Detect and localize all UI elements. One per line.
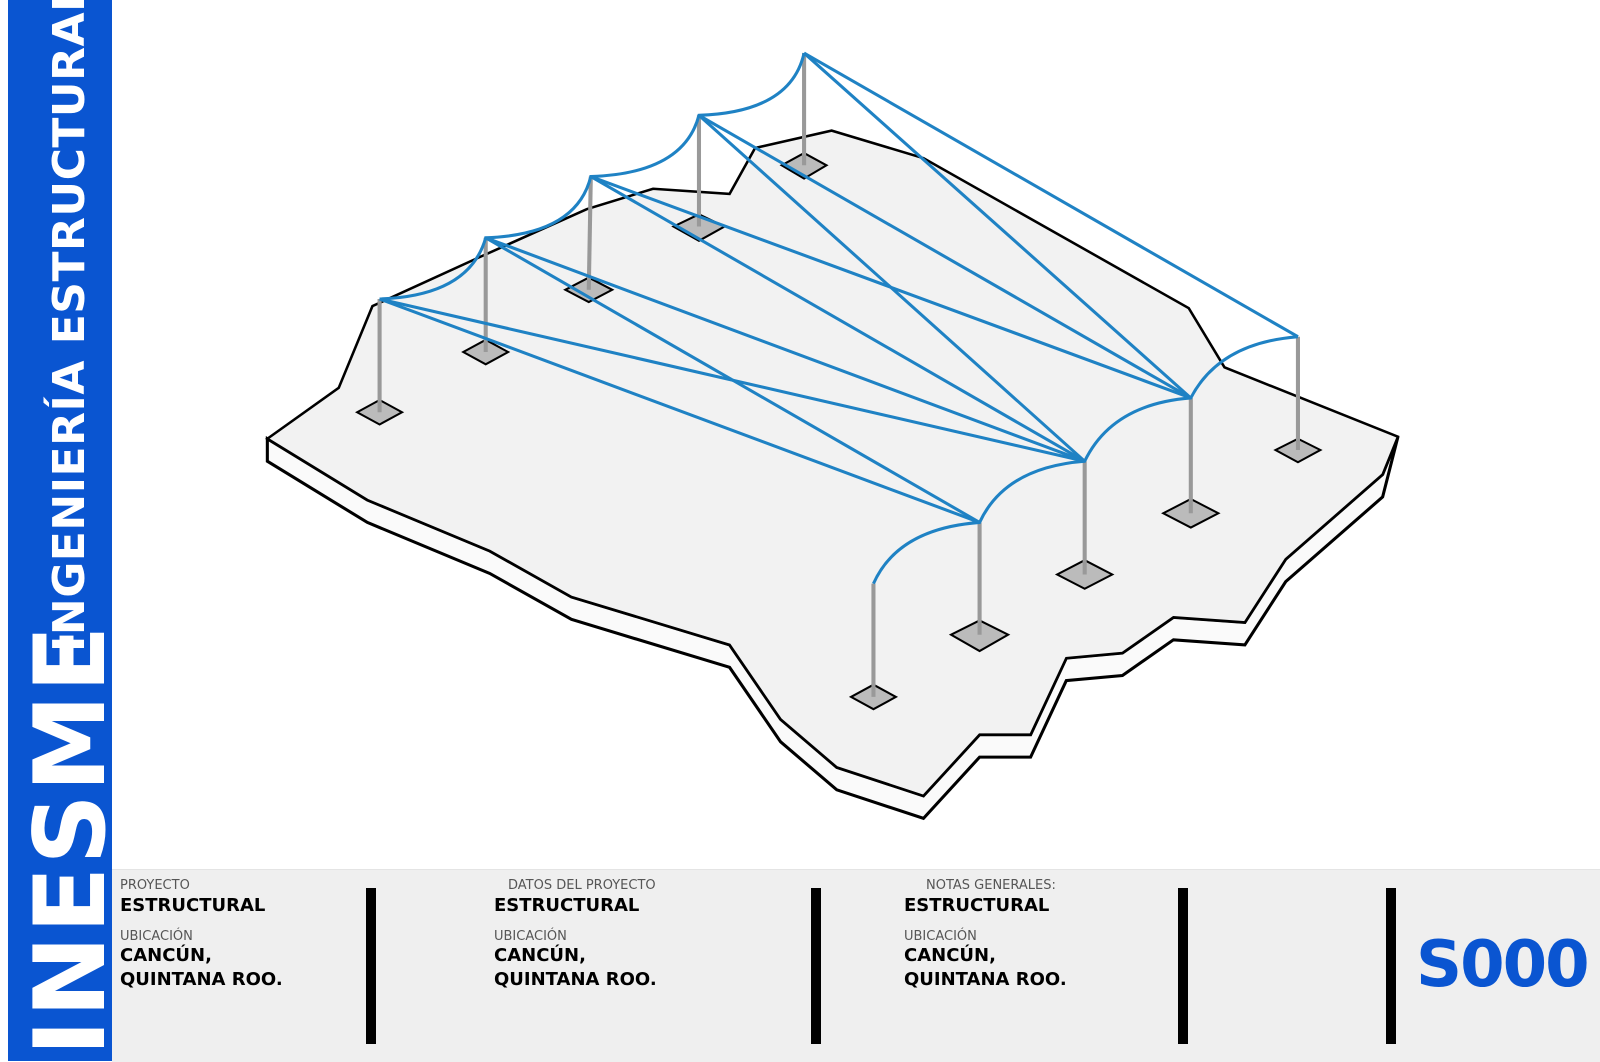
location-line1: CANCÚN, [494, 945, 586, 966]
footing [779, 151, 829, 180]
footing [948, 619, 1011, 653]
tensile-cables [379, 51, 1299, 585]
mast [586, 176, 593, 290]
masts [377, 53, 1300, 697]
title-block: PROYECTO ESTRUCTURAL UBICACIÓN CANCÚN, Q… [112, 869, 1600, 1062]
value: ESTRUCTURAL [494, 895, 640, 916]
ridge-cable [698, 113, 1192, 400]
column-footings [355, 151, 1323, 711]
location-label: UBICACIÓN [904, 929, 977, 944]
value: ESTRUCTURAL [904, 895, 1050, 916]
value: ESTRUCTURAL [120, 895, 266, 916]
location-label: UBICACIÓN [494, 929, 567, 944]
ridge-cable [485, 236, 1086, 463]
location-label: UBICACIÓN [120, 929, 193, 944]
divider [1178, 888, 1188, 1044]
location-line2: QUINTANA ROO. [494, 969, 657, 990]
location-line2: QUINTANA ROO. [904, 969, 1067, 990]
footing [1273, 437, 1323, 464]
sidebar-brand-band [8, 0, 112, 1061]
ridge-cable [379, 297, 981, 524]
brand-logo-text: INESME [14, 623, 128, 1056]
slab-top-surface [265, 129, 1400, 798]
heading: PROYECTO [120, 878, 190, 893]
isometric-tensile-structure-drawing [265, 51, 1400, 821]
ridge-cable [803, 51, 1299, 339]
ridge-cable [590, 175, 1086, 463]
ridge-cable [803, 51, 1192, 400]
heading: NOTAS GENERALES: [926, 878, 1056, 893]
location-line1: CANCÚN, [904, 945, 996, 966]
divider [366, 888, 376, 1044]
sheet-number: S000 [1416, 928, 1590, 1002]
divider [811, 888, 821, 1044]
location-line2: QUINTANA ROO. [120, 969, 283, 990]
ridge-cable [697, 114, 1086, 463]
heading: DATOS DEL PROYECTO [508, 878, 656, 893]
location-line1: CANCÚN, [120, 945, 212, 966]
sidebar-subtitle: INGENIERÍA ESTRUCTURAL [44, 0, 95, 652]
ridge-cable [484, 236, 981, 524]
divider [1386, 888, 1396, 1044]
